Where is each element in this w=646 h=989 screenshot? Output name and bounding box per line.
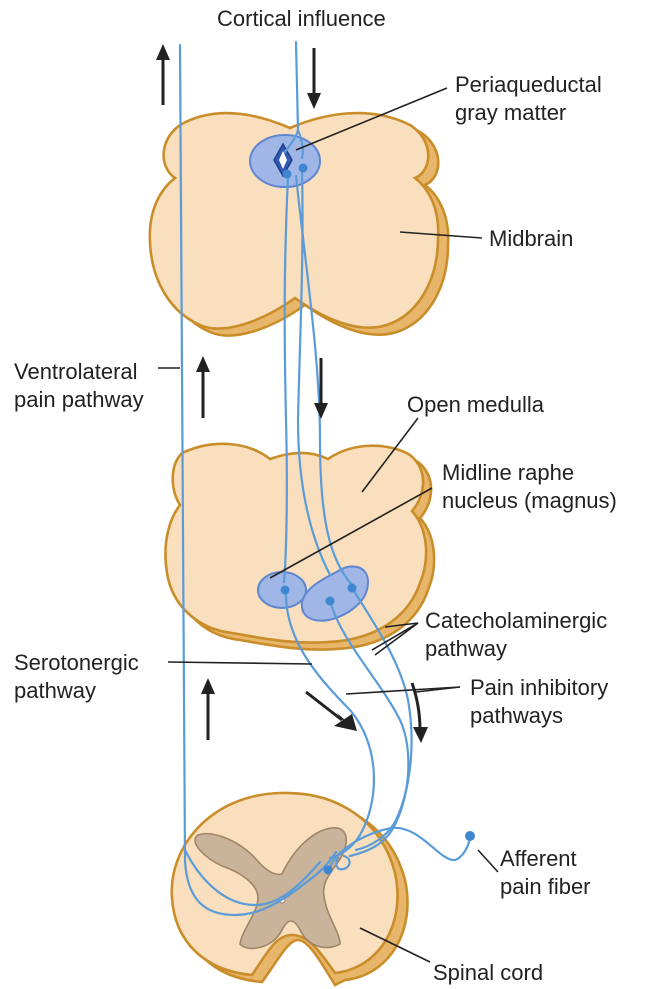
up-arrow-bottom [201,678,215,740]
raphe-neuron [281,586,290,595]
label-cortical-influence: Cortical influence [217,6,386,31]
label-ventrolateral-line1: Ventrolateral [14,359,138,384]
label-afferent-line1: Afferent [500,846,577,871]
up-arrow-top [156,44,170,105]
label-raphe-line1: Midline raphe [442,460,574,485]
pag-neuron-1 [283,170,292,179]
medulla-section [165,444,434,650]
label-spinal-cord: Spinal cord [433,960,543,985]
afferent-leader [478,850,498,872]
diagonal-down-arrow [306,692,357,731]
up-arrow-middle [196,356,210,418]
label-pain-inhibitory-line1: Pain inhibitory [470,675,608,700]
label-serotonergic-line1: Serotonergic [14,650,139,675]
down-arrow-top [307,48,321,109]
afferent-terminal [465,831,475,841]
label-raphe-line2: nucleus (magnus) [442,488,617,513]
pag-neuron-2 [299,164,308,173]
label-pag-line2: gray matter [455,100,566,125]
serotonergic-leader [168,662,312,664]
spinal-cord-section [172,793,408,985]
medulla-shape [165,444,426,643]
midbrain-section [150,113,448,335]
label-serotonergic-line2: pathway [14,678,96,703]
catechol-neuron-1 [326,597,335,606]
label-pag-line1: Periaqueductal [455,72,602,97]
label-open-medulla: Open medulla [407,392,545,417]
catechol-neuron-2 [348,584,357,593]
pain-inhibitory-leader-1 [346,687,460,694]
label-catecholaminergic-line2: pathway [425,636,507,661]
spinal-neuron [324,866,333,875]
label-afferent-line2: pain fiber [500,874,591,899]
label-midbrain: Midbrain [489,226,573,251]
label-pain-inhibitory-line2: pathways [470,703,563,728]
label-catecholaminergic-line1: Catecholaminergic [425,608,607,633]
label-ventrolateral-line2: pain pathway [14,387,144,412]
